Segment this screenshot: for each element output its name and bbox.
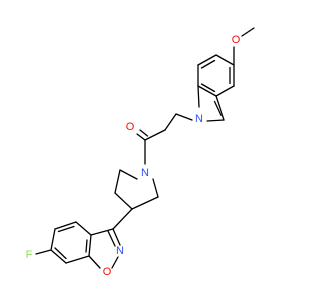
bond <box>144 129 166 141</box>
bond-layer <box>35 27 255 269</box>
bond <box>213 100 222 117</box>
bond <box>197 85 217 97</box>
bond <box>50 249 67 264</box>
bond <box>139 129 149 137</box>
bond <box>85 239 88 253</box>
atom-n-indole: N <box>195 113 203 125</box>
bond <box>114 192 133 210</box>
atom-n-isoxazole: N <box>116 245 124 257</box>
bond <box>197 85 200 108</box>
bond <box>54 221 77 230</box>
atom-f: F <box>26 249 33 261</box>
bond <box>65 255 90 264</box>
bond <box>54 247 67 260</box>
bond <box>215 54 235 66</box>
bond <box>35 249 52 255</box>
bond <box>57 225 75 233</box>
atom-label-layer: O N O N N O F <box>26 34 241 278</box>
bond <box>215 95 225 121</box>
bond <box>114 169 121 194</box>
bond <box>152 178 159 198</box>
bond <box>112 208 133 230</box>
bond <box>131 196 159 210</box>
bond <box>88 255 101 269</box>
bond <box>90 228 114 236</box>
bond <box>175 113 193 121</box>
bond <box>119 169 138 180</box>
bond <box>88 234 92 257</box>
bond <box>164 113 177 131</box>
bond <box>111 256 119 269</box>
bond <box>215 85 235 97</box>
bond <box>75 221 92 236</box>
atom-o-methoxy: O <box>232 34 241 46</box>
bond <box>200 59 216 69</box>
bond <box>200 83 216 93</box>
structure-canvas: O N O N N O F <box>26 27 255 278</box>
atom-o-carbonyl: O <box>126 121 135 133</box>
atom-o-isoxazole: O <box>103 266 112 278</box>
bond <box>241 27 255 37</box>
bond <box>112 228 121 246</box>
bond <box>136 133 146 141</box>
bond <box>197 54 217 66</box>
molecule-drawing: O N O N N O F <box>26 27 255 278</box>
atom-n-piperidine: N <box>141 167 149 179</box>
bond <box>107 230 116 247</box>
bond <box>50 228 56 251</box>
bond <box>206 119 225 122</box>
